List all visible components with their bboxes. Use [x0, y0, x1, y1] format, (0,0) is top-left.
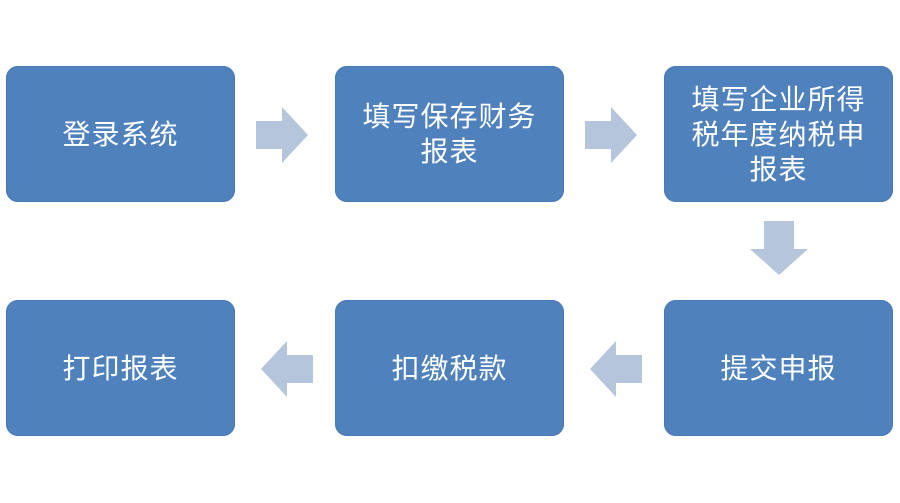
step-label: 填写企业所得 税年度纳税申 报表 [691, 82, 866, 186]
step-label: 扣缴税款 [391, 351, 508, 385]
step-label: 打印报表 [62, 351, 179, 385]
step-login-system: 登录系统 [6, 66, 235, 202]
arrow-left-icon [261, 341, 313, 397]
step-submit-declaration: 提交申报 [664, 300, 893, 436]
arrow-right-icon [256, 107, 308, 163]
arrow-right-icon [585, 107, 637, 163]
step-label: 提交申报 [720, 351, 837, 385]
arrow-left-icon [590, 341, 642, 397]
step-withhold-tax: 扣缴税款 [335, 300, 564, 436]
step-fill-financial-statements: 填写保存财务 报表 [335, 66, 564, 202]
arrow-down-icon [750, 221, 808, 275]
step-print-report: 打印报表 [6, 300, 235, 436]
step-label: 填写保存财务 报表 [362, 100, 537, 168]
step-fill-income-tax-return: 填写企业所得 税年度纳税申 报表 [664, 66, 893, 202]
step-label: 登录系统 [62, 117, 179, 151]
